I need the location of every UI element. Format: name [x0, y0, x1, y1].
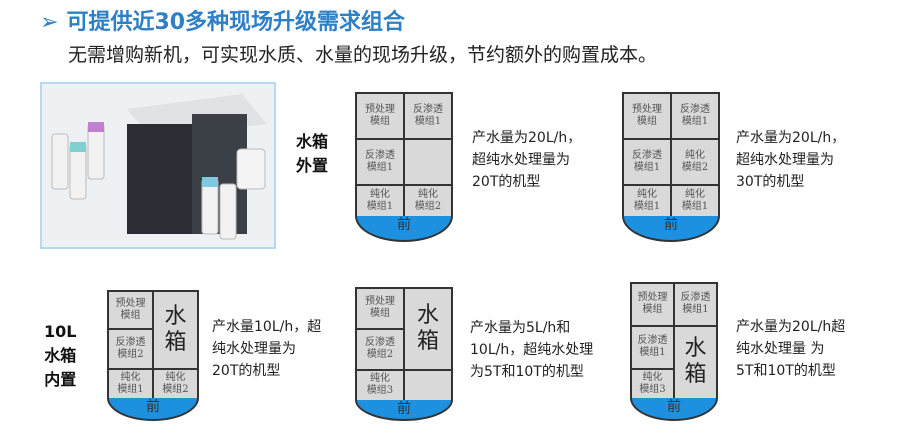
section-title: ➢ 可提供近30多种现场升级需求组合 — [40, 4, 405, 36]
water-tank-cell: 水 箱 — [675, 326, 716, 398]
title-text: 可提供近30多种现场升级需求组合 — [66, 10, 406, 35]
module-cell: 反渗透 模组2 — [357, 329, 403, 369]
module-cell: 反渗透 模组1 — [357, 139, 403, 184]
config-diagram-1: 预处理 模组 反渗透 模组1 反渗透 模组1 纯化 模组1 纯化 模组2 — [355, 92, 453, 216]
module-cell: 预处理 模组 — [357, 289, 403, 328]
config-diagram-5: 预处理 模组 反渗透 模组1 反渗透 模组1 水 箱 纯化 模组3 — [630, 282, 718, 398]
module-cell: 反渗透 模组1 — [624, 139, 670, 184]
config-description-5: 产水量为20L/h超 纯水处理量 为 5T和10T的机型 — [736, 319, 846, 379]
module-cell: 纯化 模组2 — [672, 139, 718, 184]
module-cell: 预处理 模组 — [624, 94, 670, 138]
module-cell: 反渗透 模组1 — [675, 284, 716, 325]
water-tank-cell: 水 箱 — [154, 292, 197, 368]
label-external-tank: 水箱 外置 — [296, 132, 329, 175]
config-description-3: 产水量10L/h，超 纯水处理量为 20T的机型 — [212, 319, 322, 379]
module-cell: 预处理 模组 — [632, 284, 673, 325]
module-cell: 纯化 模组1 — [357, 185, 403, 216]
module-cell: 反渗透 模组2 — [109, 329, 152, 368]
module-cell — [405, 139, 451, 184]
module-cell: 纯化 模组3 — [357, 370, 403, 400]
front-label: 前 — [107, 398, 199, 421]
front-label: 前 — [355, 216, 453, 242]
module-cell: 纯化 模组1 — [624, 185, 670, 216]
config-description-4: 产水量为5L/h和 10L/h，超纯水处理 为5T和10T的机型 — [470, 320, 594, 380]
config-description-2: 产水量为20L/h， 超纯水处理量为 30T的机型 — [736, 130, 846, 190]
module-cell: 纯化 模组1 — [672, 185, 718, 216]
module-cell: 纯化 模组2 — [154, 369, 197, 398]
config-description-1: 产水量为20L/h， 超纯水处理量为 20T的机型 — [472, 130, 582, 190]
config-diagram-2: 预处理 模组 反渗透 模组1 反渗透 模组1 纯化 模组2 纯化 模组1 纯化 … — [622, 92, 720, 216]
config-diagram-3: 预处理 模组 水 箱 反渗透 模组2 纯化 模组1 纯化 模组2 — [107, 290, 199, 398]
label-internal-tank: 10L 水箱 内置 — [44, 322, 77, 389]
module-cell: 反渗透 模组1 — [632, 326, 673, 368]
config-diagram-4: 预处理 模组 水 箱 反渗透 模组2 纯化 模组3 — [355, 287, 453, 400]
module-cell: 纯化 模组1 — [109, 369, 152, 398]
subtitle: 无需增购新机，可实现水质、水量的现场升级，节约额外的购置成本。 — [68, 44, 658, 66]
module-cell: 纯化 模组2 — [405, 185, 451, 216]
water-tank-cell: 水 箱 — [405, 289, 451, 369]
module-cell: 预处理 模组 — [357, 94, 403, 138]
module-cell: 预处理 模组 — [109, 292, 152, 328]
module-cell: 纯化 模组3 — [632, 369, 673, 398]
module-cell — [405, 370, 451, 400]
front-label: 前 — [622, 216, 720, 242]
purifier-illustration — [42, 84, 274, 247]
front-label: 前 — [630, 398, 718, 421]
product-photo — [40, 82, 276, 249]
arrow-icon: ➢ — [40, 10, 59, 35]
front-label: 前 — [355, 400, 453, 421]
module-cell: 反渗透 模组1 — [405, 94, 451, 138]
module-cell: 反渗透 模组1 — [672, 94, 718, 138]
